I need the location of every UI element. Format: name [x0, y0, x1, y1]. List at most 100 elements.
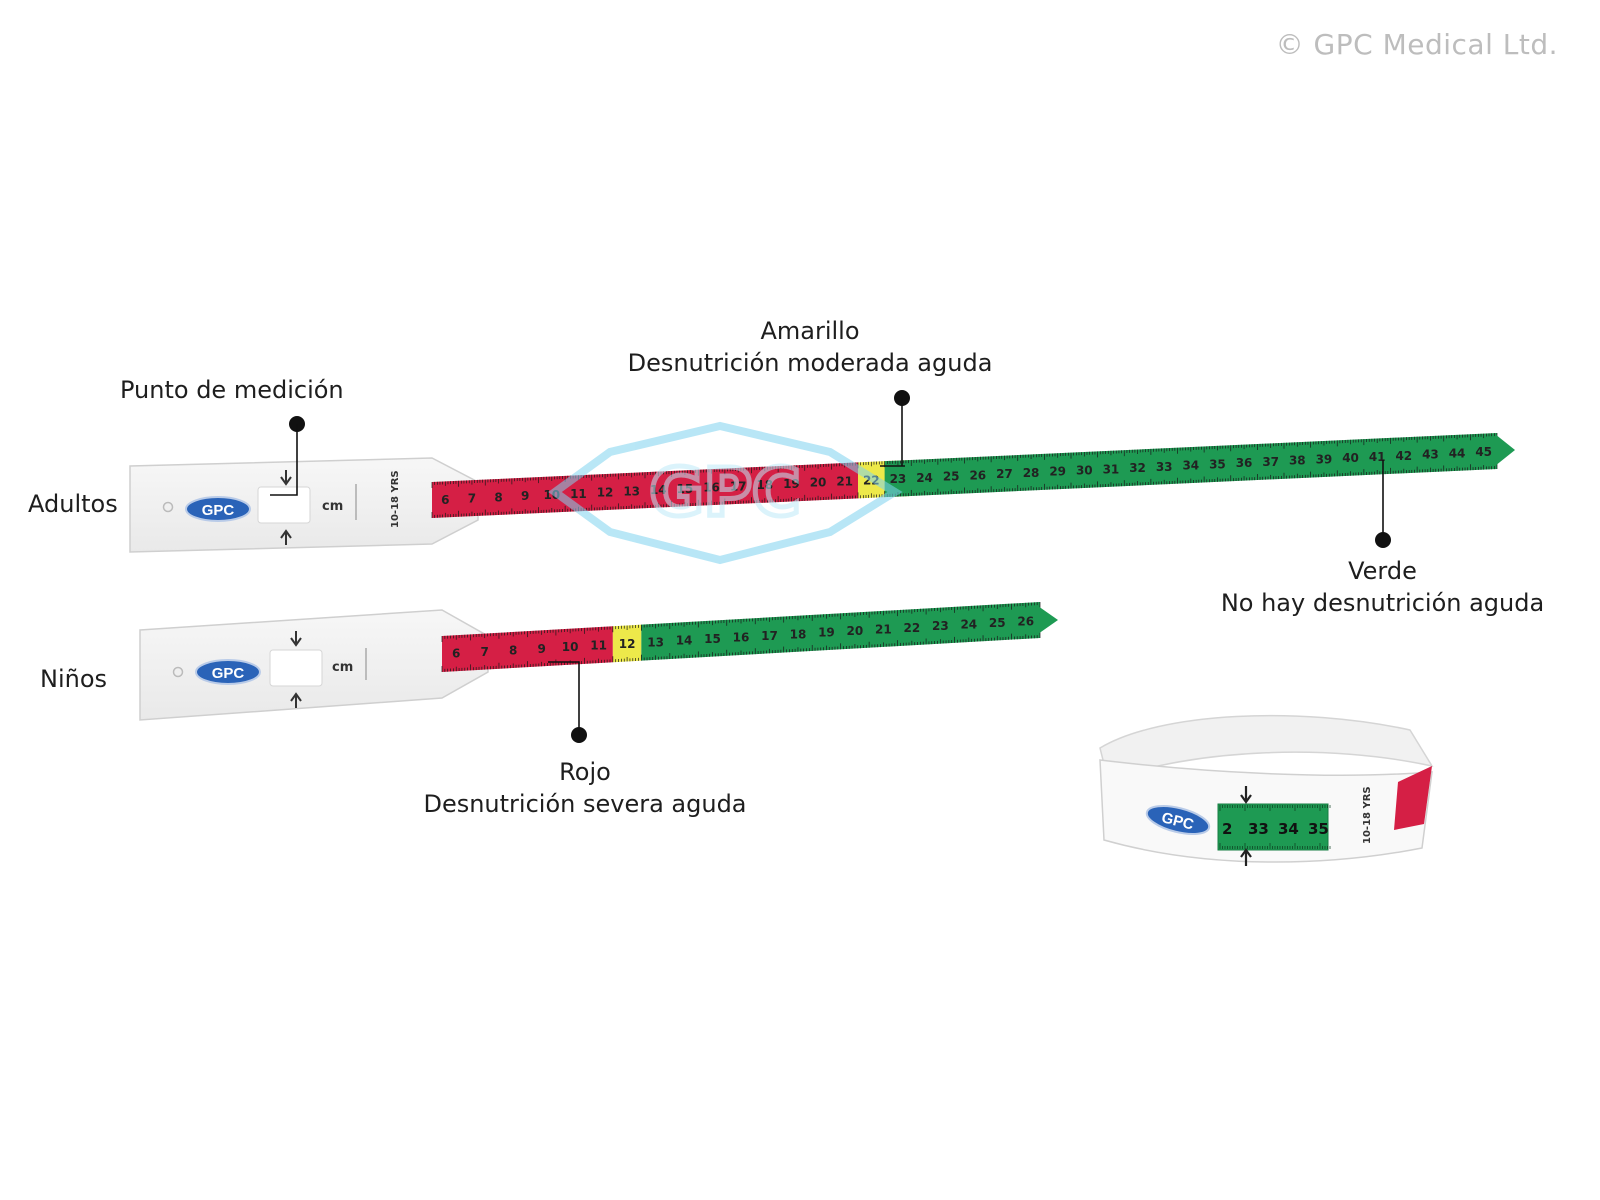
child-arrow-down-icon [290, 631, 302, 647]
callouts [270, 390, 1391, 743]
adult-tape-number: 33 [1156, 460, 1173, 474]
band-brand-logo-badge [1145, 805, 1211, 835]
child-tape-number: 14 [676, 634, 693, 648]
label-red-title: Rojo [559, 758, 611, 786]
adult-tape-number: 12 [597, 486, 614, 500]
adult-tape-number: 18 [756, 478, 773, 492]
child-tape-number: 18 [790, 627, 807, 641]
child-tape-number: 8 [509, 643, 517, 657]
child-measure-window [269, 649, 323, 687]
adult-brand-logo: GPC [202, 502, 235, 519]
child-brand-logo: GPC [212, 665, 245, 682]
adult-tape-number: 9 [521, 489, 529, 503]
label-red-desc: Desnutrición severa aguda [423, 790, 747, 818]
label-yellow-desc: Desnutrición moderada aguda [627, 349, 993, 377]
label-green-group: Verde No hay desnutrición aguda [1200, 555, 1565, 619]
adult-arrow-up-icon [280, 529, 292, 545]
adult-tape-number: 40 [1342, 451, 1359, 465]
adult-tape-number: 23 [890, 472, 907, 486]
adult-tape-number: 43 [1422, 448, 1439, 462]
band-window-number: 34 [1278, 820, 1299, 838]
adult-tape-number: 45 [1475, 445, 1492, 459]
adult-tape-number: 24 [916, 471, 933, 485]
adult-measure-window [257, 486, 311, 524]
adult-tape-number: 20 [810, 476, 827, 490]
child-tape-number: 22 [904, 621, 921, 635]
band-window-number: 33 [1248, 820, 1269, 838]
label-adults: Adultos [28, 490, 118, 518]
child-tape-number: 20 [847, 624, 864, 638]
adult-tape-number: 30 [1076, 463, 1093, 477]
label-green-title: Verde [1348, 557, 1417, 585]
adult-tape-number: 26 [969, 468, 986, 482]
adult-tape-number: 13 [623, 484, 640, 498]
adult-tape-number: 31 [1103, 462, 1120, 476]
band-red-end [1394, 766, 1432, 830]
child-tape-number: 17 [761, 629, 778, 643]
label-green-desc: No hay desnutrición aguda [1220, 589, 1545, 617]
adult-tape-number: 38 [1289, 454, 1306, 468]
adult-tape-number: 19 [783, 477, 800, 491]
adult-tape-number: 25 [943, 470, 960, 484]
child-tape-number: 16 [733, 631, 750, 645]
callout-line-measure-point [270, 424, 298, 496]
adult-tape-number: 17 [730, 479, 747, 493]
adult-tape-zone [884, 433, 1497, 498]
adult-tape-number: 29 [1049, 465, 1066, 479]
child-tape-zone [641, 602, 1040, 661]
adult-tape-number: 14 [650, 483, 667, 497]
child-unit-label: cm [332, 660, 353, 675]
adult-tape-number: 44 [1449, 446, 1466, 460]
watermark-text: GPC [650, 454, 801, 531]
child-tape-number: 25 [989, 616, 1006, 630]
child-tape-number: 26 [1017, 614, 1034, 628]
child-tape-number: 10 [562, 640, 579, 654]
adult-arrow-down-icon [280, 470, 292, 486]
band-age-range: 10-18 YRS [1362, 786, 1373, 844]
child-tape-number: 24 [960, 618, 977, 632]
adult-tape-number: 16 [703, 481, 720, 495]
label-yellow-title: Amarillo [760, 317, 860, 345]
adult-tape-number: 37 [1262, 455, 1279, 469]
child-tape-number: 15 [704, 632, 721, 646]
child-tape-number: 23 [932, 619, 949, 633]
adult-tape-number: 32 [1129, 461, 1146, 475]
adult-tape-number: 34 [1182, 459, 1199, 473]
child-tape-number: 6 [452, 647, 460, 661]
gpc-watermark: GPC [548, 421, 903, 565]
adult-tape-zone [432, 462, 858, 518]
label-children: Niños [40, 665, 108, 693]
child-tape-number: 12 [619, 637, 636, 651]
callout-line-red [548, 661, 580, 735]
band-window-number: 35 [1308, 820, 1329, 838]
band-window [1217, 803, 1329, 851]
band-window-numbers: 2 33 34 35 [1219, 805, 1331, 849]
adult-tape-number: 11 [570, 487, 587, 501]
child-tape-tip [1038, 606, 1058, 634]
adult-hole [162, 501, 174, 513]
label-red-group: Rojo Desnutrición severa aguda [400, 756, 770, 820]
band-arrow-up-icon [1240, 848, 1252, 866]
band-window-number: 2 [1222, 820, 1232, 838]
child-tape-zone [612, 624, 642, 663]
adult-tape-number: 42 [1395, 449, 1412, 463]
adult-tape-number: 6 [441, 493, 449, 507]
child-hole [172, 666, 184, 678]
copyright-notice: © GPC Medical Ltd. [1275, 28, 1558, 61]
adult-tape-number: 7 [468, 492, 476, 506]
adult-tape-number: 28 [1023, 466, 1040, 480]
adult-tape-number: 21 [836, 475, 853, 489]
child-tape-number: 19 [818, 626, 835, 640]
adult-tape-number: 39 [1316, 452, 1333, 466]
adult-unit-label: cm [322, 499, 343, 514]
adult-brand-logo-badge [185, 496, 251, 522]
adult-tape-tip [1495, 434, 1515, 466]
child-arrow-up-icon [290, 692, 302, 708]
adult-tape-number: 15 [677, 482, 694, 496]
